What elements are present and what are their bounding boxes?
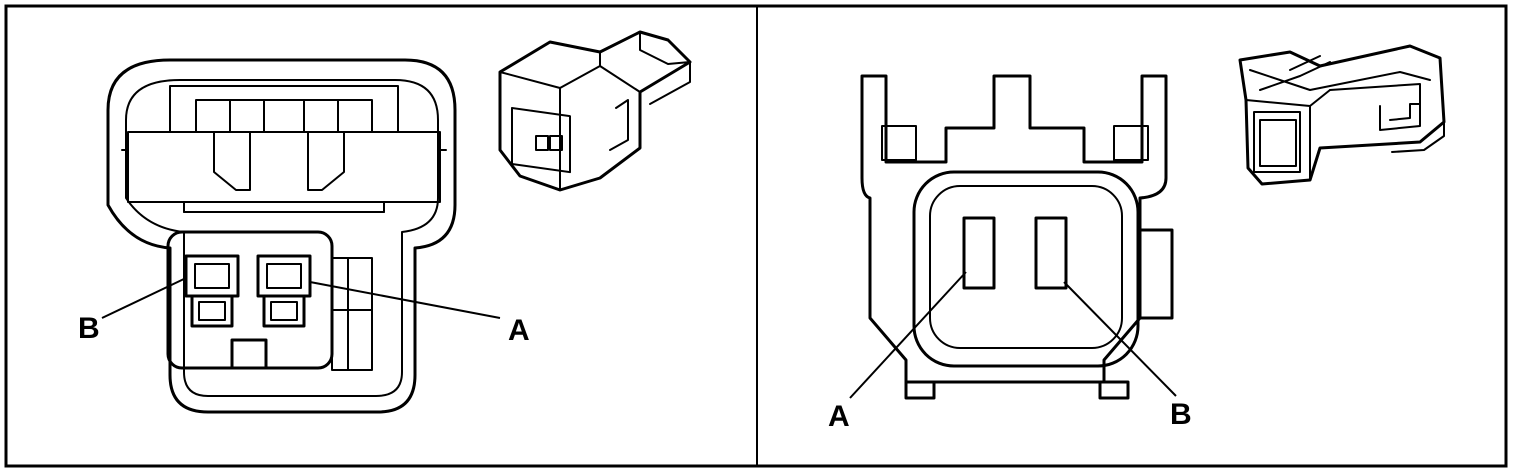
right-foot-r [1098, 380, 1130, 400]
right-cavity-inner [929, 185, 1123, 349]
left-label-a: A [508, 314, 530, 347]
right-cavity-outer [912, 170, 1140, 368]
right-ear-r [1113, 125, 1149, 161]
right-terminal-b [1034, 216, 1068, 290]
right-foot-l [904, 380, 936, 400]
left-latch-bar [127, 131, 441, 203]
left-terminal-b [184, 254, 240, 328]
left-terminal-a [256, 254, 312, 328]
right-connector-thumbnail [1238, 44, 1446, 186]
left-latch-tab-4 [303, 99, 339, 133]
right-side-tab [1138, 228, 1174, 320]
left-latch-step [183, 201, 385, 213]
left-side-rib-2 [347, 257, 373, 371]
right-connector-body [860, 74, 1168, 384]
left-latch-finger-1 [213, 131, 251, 191]
left-latch-finger-2 [307, 131, 345, 191]
left-connector-thumbnail [498, 30, 692, 192]
right-panel: A B [828, 44, 1446, 433]
left-leader-a [309, 281, 501, 319]
right-ear-l [881, 125, 917, 161]
left-latch-tab-2 [229, 99, 265, 133]
right-leader-b [1063, 281, 1177, 397]
right-terminal-a [962, 216, 996, 290]
left-key-notch [230, 338, 268, 370]
left-connector-body [106, 58, 457, 414]
left-leader-b [101, 277, 187, 319]
left-latch-tab-3 [263, 99, 305, 133]
left-connector-inner [125, 79, 439, 397]
left-latch-tab-1 [195, 99, 231, 133]
left-panel: B A [78, 30, 692, 414]
left-latch-tab-5 [337, 99, 373, 133]
left-latch-frame [169, 85, 399, 133]
right-label-a: A [828, 400, 850, 433]
right-leader-a [849, 271, 967, 399]
left-label-b: B [78, 312, 100, 345]
left-side-rib-1 [331, 257, 349, 371]
right-label-b: B [1170, 398, 1192, 431]
